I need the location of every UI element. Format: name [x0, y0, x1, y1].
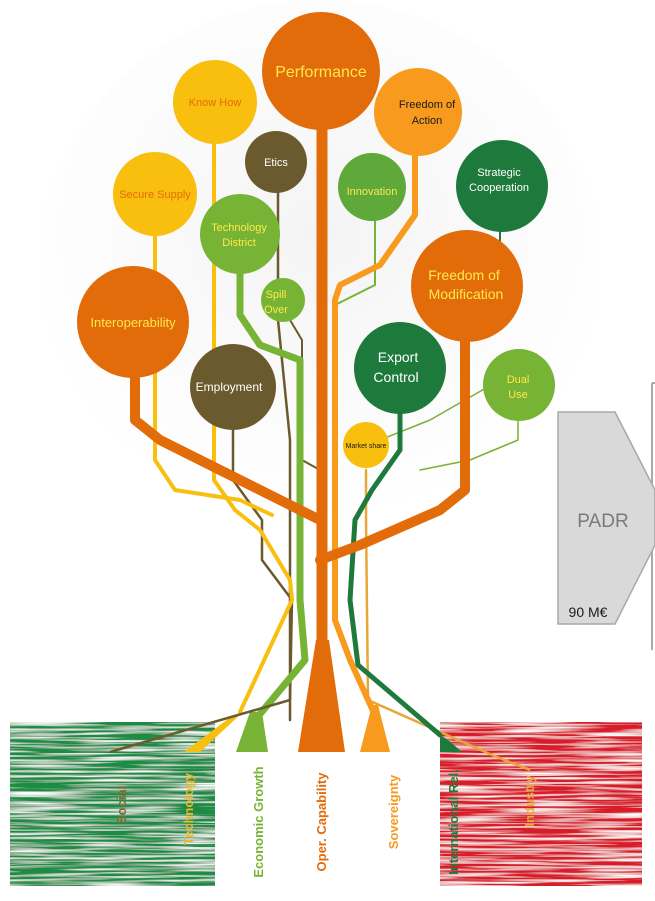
tree-branches: [130, 114, 519, 757]
root-social: Social: [114, 786, 129, 824]
bubble-strategic-line2: Cooperation: [469, 182, 529, 194]
bubble-strategic-cooperation: Strategic Cooperation: [456, 140, 548, 232]
bubble-technology-district: Technology District: [200, 194, 280, 274]
root-wedges: [109, 640, 531, 772]
bubble-dual-line2: Use: [508, 389, 528, 401]
bubble-spill-line2: Over: [264, 304, 288, 316]
bubble-export-control: Export Control: [354, 322, 446, 414]
bubble-strategic-line1: Strategic: [477, 167, 521, 179]
bubble-etics: Etics: [245, 131, 307, 193]
root-labels: Social Technology Economic Growth Oper. …: [114, 766, 537, 877]
bubble-employment: Employment: [190, 344, 276, 430]
root-oper-capability: Oper. Capability: [314, 772, 329, 872]
bubble-spill-over: Spill Over: [261, 278, 305, 322]
flag-band: [10, 722, 642, 886]
bubble-secure-supply: Secure Supply: [113, 152, 197, 236]
root-sovereignty: Sovereignty: [386, 774, 401, 849]
bubble-performance: Performance: [262, 12, 380, 130]
bubble-etics-label: Etics: [264, 157, 288, 169]
bubble-performance-label: Performance: [275, 64, 367, 81]
bubble-interoperability-label: Interoperability: [90, 315, 176, 330]
bubble-dual-line1: Dual: [507, 374, 530, 386]
bubble-dual-use: Dual Use: [483, 349, 555, 421]
bubble-tech-district-line2: District: [222, 237, 256, 249]
padr-panel: PADR 90 M€: [557, 382, 655, 650]
flag-green: [10, 722, 215, 886]
flag-red: [440, 722, 642, 886]
bubble-freedom-mod-line2: Modification: [429, 286, 504, 302]
bubble-interoperability: Interoperability: [77, 266, 189, 378]
root-technology: Technology: [181, 772, 196, 845]
bubble-market-share-label: Market share: [346, 443, 387, 450]
bubble-secure-supply-label: Secure Supply: [119, 189, 191, 201]
bubble-export-line1: Export: [378, 349, 419, 365]
bubble-freedom-of-action: Freedom of Action: [374, 68, 462, 156]
bubble-freedom-of-modification: Freedom of Modification: [411, 230, 523, 342]
padr-label: PADR: [577, 511, 628, 532]
bubble-employment-label: Employment: [196, 380, 263, 394]
bubble-freedom-of-action-line2: Action: [412, 115, 443, 127]
bubble-know-how: Know How: [173, 60, 257, 144]
bubble-export-line2: Control: [373, 369, 418, 385]
bubble-tech-district-line1: Technology: [211, 222, 267, 234]
bubble-spill-line1: Spill: [266, 289, 287, 301]
root-industry: Industry: [522, 775, 537, 827]
padr-amount: 90 M€: [569, 604, 608, 620]
bubble-innovation: Innovation: [338, 153, 406, 221]
bubble-innovation-label: Innovation: [347, 186, 398, 198]
bubble-freedom-mod-line1: Freedom of: [428, 267, 500, 283]
bubble-know-how-label: Know How: [189, 97, 242, 109]
root-international-rel: International Rel.: [446, 769, 461, 874]
bubble-market-share: Market share: [343, 422, 389, 468]
bubble-freedom-of-action-line1: Freedom of: [399, 99, 456, 111]
root-economic-growth: Economic Growth: [251, 766, 266, 877]
